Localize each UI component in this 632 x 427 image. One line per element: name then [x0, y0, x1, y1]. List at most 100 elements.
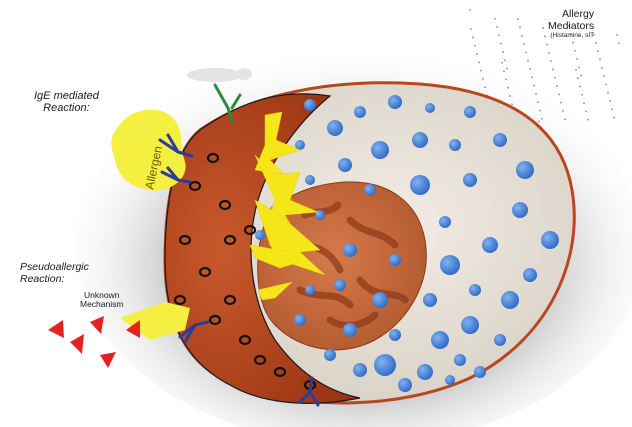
- granule: [410, 175, 430, 195]
- faint-gray-blob: [187, 68, 243, 82]
- mediator-dot: [474, 45, 476, 47]
- mediator-dot: [587, 119, 589, 121]
- mediators-detail: (Histamine, sIT: [548, 32, 594, 39]
- granule: [255, 230, 265, 240]
- mediator-dot: [558, 93, 560, 95]
- granule: [364, 184, 376, 196]
- mediator-dot: [574, 50, 576, 52]
- mediator-dot: [498, 34, 500, 36]
- mediator-dot: [556, 85, 558, 87]
- granule: [425, 103, 435, 113]
- mediator-dot: [523, 43, 525, 45]
- granule: [431, 331, 449, 349]
- mediator-dot: [601, 67, 603, 69]
- mediator-dot: [613, 117, 615, 119]
- mediator-dot: [562, 110, 564, 112]
- mediator-dot: [494, 18, 496, 20]
- allergy-mediators-label: Allergy Mediators (Histamine, sIT: [548, 9, 594, 39]
- granule: [493, 133, 507, 147]
- mediator-dot: [554, 77, 556, 79]
- granule: [464, 106, 476, 118]
- mediator-dot: [581, 94, 583, 96]
- mediator-dot: [527, 60, 529, 62]
- red-triangle: [100, 352, 116, 368]
- granule: [494, 334, 506, 346]
- mediator-dot: [597, 50, 599, 52]
- ige-label-line1: IgE mediated: [34, 90, 99, 102]
- granule: [523, 268, 537, 282]
- red-triangle: [70, 334, 84, 354]
- mediator-dot: [472, 37, 474, 39]
- granule: [445, 375, 455, 385]
- pseudo-label-line1: Pseudoallergic: [20, 261, 89, 273]
- pseudo-label-line2: Reaction:: [20, 273, 64, 285]
- mediator-dot: [583, 102, 585, 104]
- red-triangle: [48, 320, 64, 338]
- granule: [516, 161, 534, 179]
- mediator-dot: [506, 68, 508, 70]
- mediator-dot: [539, 110, 541, 112]
- mediator-dot: [521, 35, 523, 37]
- mediator-dot: [525, 52, 527, 54]
- granule: [423, 293, 437, 307]
- mediators-label-line2: Mediators: [548, 20, 594, 32]
- ige-reaction-label: IgE mediated Reaction:: [34, 90, 99, 114]
- mediator-dot: [552, 69, 554, 71]
- mediator-dot: [611, 108, 613, 110]
- mediator-dot: [507, 87, 509, 89]
- mediator-dot: [469, 9, 471, 11]
- granule: [343, 323, 357, 337]
- granule: [440, 255, 460, 275]
- unknown-mechanism-label: Unknown Mechanism: [80, 291, 123, 310]
- mediator-dot: [616, 34, 618, 36]
- granule: [305, 175, 315, 185]
- mediator-dot: [618, 42, 620, 44]
- granule: [474, 366, 486, 378]
- mediator-dot: [609, 100, 611, 102]
- mediator-dot: [595, 42, 597, 44]
- mediator-dot: [585, 111, 587, 113]
- mediator-dot: [503, 70, 505, 72]
- mediator-dot: [544, 35, 546, 37]
- mediator-dot: [538, 120, 540, 122]
- mediator-dot: [564, 118, 566, 120]
- mediator-dot: [502, 51, 504, 53]
- granule: [354, 106, 366, 118]
- granule: [541, 231, 559, 249]
- mediator-dot: [470, 28, 472, 30]
- mediator-dot: [546, 44, 548, 46]
- granule: [461, 316, 479, 334]
- pseudoallergic-reaction-label: Pseudoallergic Reaction:: [20, 262, 89, 285]
- granule: [463, 173, 477, 187]
- granule: [454, 354, 466, 366]
- granule: [412, 132, 428, 148]
- mediator-dot: [550, 60, 552, 62]
- granule: [439, 216, 451, 228]
- granule: [389, 254, 401, 266]
- granule: [305, 285, 315, 295]
- mediator-dot: [484, 86, 486, 88]
- ige-label-line2: Reaction:: [43, 102, 89, 114]
- mediator-dot: [576, 58, 578, 60]
- unknown-label-line2: Mechanism: [80, 299, 123, 309]
- mediator-dot: [511, 103, 513, 105]
- granule: [512, 202, 528, 218]
- mediator-dot: [575, 69, 577, 71]
- granule: [374, 354, 396, 376]
- granule: [324, 349, 336, 361]
- mediator-dot: [504, 59, 506, 61]
- mediator-dot: [482, 78, 484, 80]
- mediator-dot: [578, 66, 580, 68]
- granule: [343, 243, 357, 257]
- mediator-dot: [535, 93, 537, 95]
- mediator-dot: [537, 101, 539, 103]
- mediator-dot: [577, 77, 579, 79]
- mediator-dot: [509, 95, 511, 97]
- mediator-dot: [531, 76, 533, 78]
- granule: [482, 237, 498, 253]
- mediator-dot: [560, 102, 562, 104]
- granule: [334, 279, 346, 291]
- mediator-dot: [605, 84, 607, 86]
- granule: [371, 141, 389, 159]
